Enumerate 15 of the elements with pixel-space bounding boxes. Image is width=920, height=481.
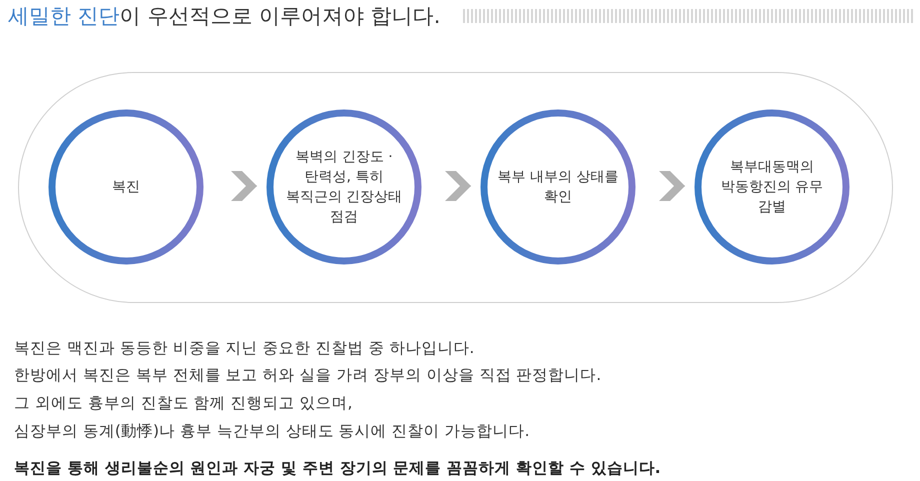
body-text: 한방에서 복진은 복부 전체를 보고 허와 실을 가려 장부의 이상을 직접 판정합니다.	[14, 365, 602, 386]
rounded-panel	[18, 72, 893, 303]
step-text: 복부대동맥의 박동항진의 유무 감별	[720, 158, 824, 217]
step-circle	[48, 109, 204, 265]
step-circle	[694, 109, 850, 265]
body-text: 그 외에도 흉부의 진찰도 함께 진행되고 있으며,	[14, 393, 352, 414]
step-text: 복진	[111, 178, 141, 197]
body-text: 심장부의 동계(動悸)나 흉부 늑간부의 상태도 동시에 진찰이 가능합니다.	[14, 421, 530, 442]
step-circle	[480, 109, 636, 265]
body-text: 복진은 맥진과 동등한 비중을 지닌 중요한 진찰법 중 하나입니다.	[14, 338, 474, 359]
step-text: 복부 내부의 상태를 확인	[496, 168, 620, 207]
summary-text: 복진을 통해 생리불순의 원인과 자궁 및 주변 장기의 문제를 꼼꼼하게 확인할 수 있습니다.	[14, 458, 661, 479]
heading: 세밀한 진단이 우선적으로 이루어져야 합니다.	[8, 3, 440, 30]
step-text: 복벽의 긴장도 ·탄력성, 특히 복직근의 긴장상태 점검	[284, 148, 404, 227]
step-circle	[266, 109, 422, 265]
